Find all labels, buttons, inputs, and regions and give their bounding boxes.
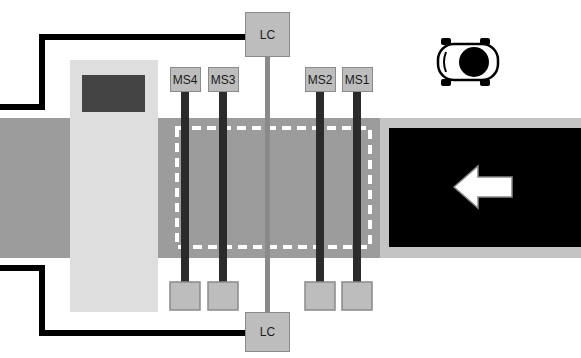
car-icon bbox=[438, 38, 498, 86]
light-curtain-box: LC bbox=[245, 312, 290, 352]
road bbox=[380, 118, 581, 258]
node-label: MS2 bbox=[308, 74, 333, 86]
sensor-box: MS3 bbox=[208, 67, 239, 92]
sensor-box: MS2 bbox=[305, 67, 336, 92]
sensor-box: MS4 bbox=[170, 67, 201, 92]
booth-window bbox=[82, 75, 145, 112]
node-label: MS1 bbox=[345, 74, 370, 86]
node-label: LC bbox=[260, 326, 275, 338]
direction-arrow bbox=[454, 166, 512, 208]
approach-lane bbox=[389, 128, 581, 247]
sensor-bars bbox=[181, 92, 361, 282]
node-label: MS4 bbox=[173, 74, 198, 86]
light-curtain-box: LC bbox=[245, 12, 290, 57]
booth bbox=[70, 60, 158, 312]
node-label: LC bbox=[260, 29, 275, 41]
road bbox=[0, 118, 75, 258]
sensor-box: MS1 bbox=[342, 67, 373, 92]
node-label: MS3 bbox=[211, 74, 236, 86]
light-curtain-beam bbox=[265, 57, 270, 312]
sensor-receivers bbox=[170, 282, 372, 310]
detection-zone bbox=[177, 128, 370, 247]
lane bbox=[158, 118, 386, 258]
